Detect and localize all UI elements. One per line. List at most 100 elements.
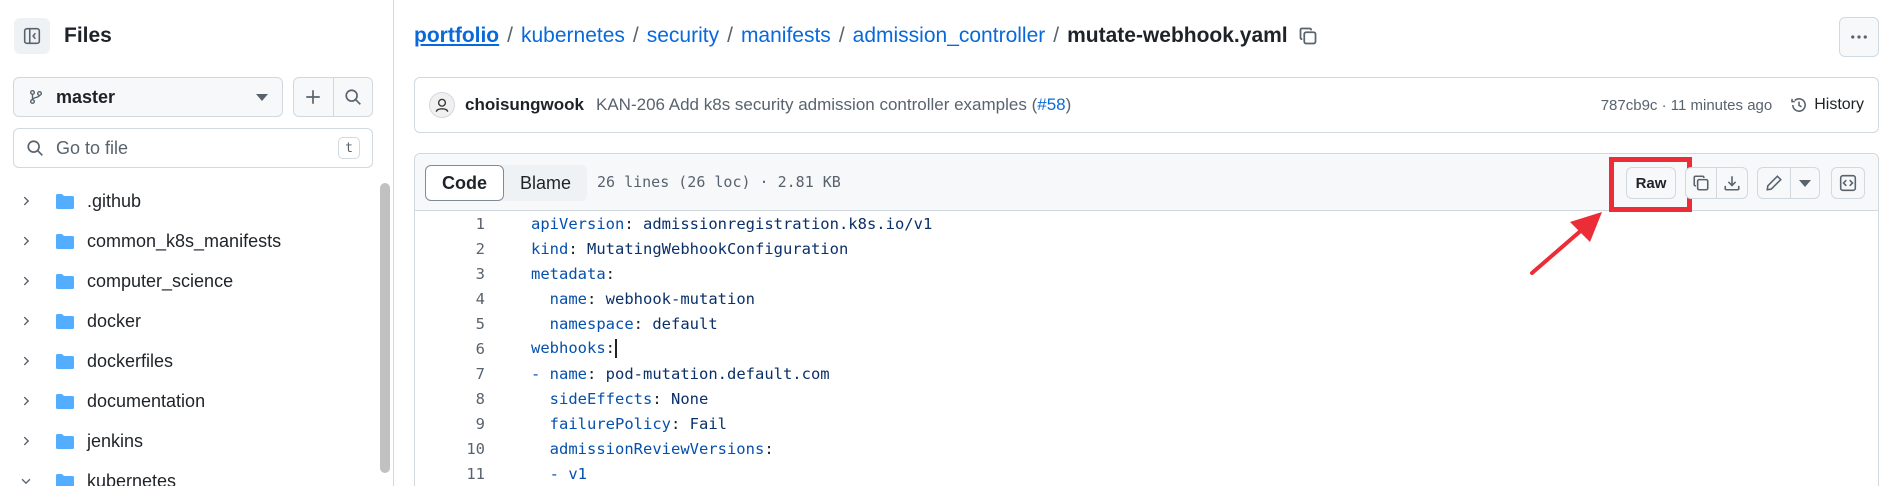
go-to-file-placeholder: Go to file <box>56 137 129 158</box>
history-button[interactable]: History <box>1790 96 1864 114</box>
tree-item-label: dockerfiles <box>87 350 174 371</box>
yaml-value: v1 <box>568 464 587 483</box>
yaml-value: None <box>661 389 709 408</box>
collapse-sidebar-button[interactable] <box>14 18 50 54</box>
commit-author[interactable]: choisungwook <box>465 95 584 114</box>
yaml-colon: : <box>605 264 615 283</box>
breadcrumb-current-file: mutate-webhook.yaml <box>1067 24 1288 47</box>
yaml-colon: : <box>671 414 681 433</box>
chevron-right-icon[interactable] <box>17 394 35 408</box>
code-line: 4 name: webhook-mutation <box>415 286 1878 311</box>
copy-icon <box>1693 175 1709 191</box>
tree-item-folder[interactable]: documentation <box>0 381 378 421</box>
code-indent <box>531 440 550 458</box>
tree-item-label: computer_science <box>87 270 234 291</box>
breadcrumb-root-link[interactable]: portfolio <box>414 24 500 47</box>
tree-item-folder[interactable]: common_k8s_manifests <box>0 221 378 261</box>
code-indent <box>531 290 550 308</box>
yaml-key: name <box>549 289 587 308</box>
tree-item-folder[interactable]: kubernetes <box>0 461 378 486</box>
file-viewer: Code Blame 26 lines (26 loc) · 2.81 KB R… <box>414 153 1879 486</box>
line-number[interactable]: 2 <box>475 239 485 258</box>
yaml-key: webhooks <box>531 339 606 357</box>
go-to-file-input[interactable]: Go to file t <box>13 128 373 168</box>
tree-item-folder[interactable]: dockerfiles <box>0 341 378 381</box>
line-number[interactable]: 4 <box>475 289 485 308</box>
download-raw-file-button[interactable] <box>1716 167 1748 199</box>
folder-icon <box>55 273 75 290</box>
line-number[interactable]: 7 <box>475 364 485 383</box>
pull-request-link[interactable]: #58 <box>1037 95 1066 114</box>
sidebar-header: Files <box>14 18 112 54</box>
kebab-horizontal-icon <box>1851 35 1867 39</box>
edit-options-dropdown[interactable] <box>1790 167 1820 199</box>
yaml-key: sideEffects <box>549 389 653 408</box>
view-mode-toggle: Code Blame <box>425 165 588 201</box>
tab-blame[interactable]: Blame <box>520 172 572 193</box>
yaml-key: admissionReviewVersions <box>549 439 765 458</box>
add-file-button[interactable] <box>294 78 333 116</box>
file-tree-sidebar: Files master Go to file t .github common_… <box>0 0 394 486</box>
chevron-right-icon[interactable] <box>17 314 35 328</box>
line-number[interactable]: 1 <box>475 214 485 233</box>
avatar[interactable] <box>429 92 455 118</box>
line-number[interactable]: 10 <box>466 439 485 458</box>
breadcrumb-link[interactable]: security <box>646 24 720 47</box>
breadcrumb-link[interactable]: kubernetes <box>520 24 625 47</box>
copy-raw-content-button[interactable] <box>1685 167 1717 199</box>
chevron-right-icon[interactable] <box>17 354 35 368</box>
tree-item-label: jenkins <box>87 430 144 451</box>
folder-icon <box>55 353 75 370</box>
sidebar-scrollbar[interactable] <box>380 183 390 473</box>
chevron-down-icon[interactable] <box>17 474 35 486</box>
tree-item-folder[interactable]: docker <box>0 301 378 341</box>
tab-code[interactable]: Code <box>425 165 504 201</box>
search-files-button[interactable] <box>332 78 373 116</box>
code-line: 7 - name: pod-mutation.default.com <box>415 361 1878 386</box>
more-options-button[interactable] <box>1839 17 1879 57</box>
edit-file-button[interactable] <box>1757 167 1791 199</box>
line-number[interactable]: 3 <box>475 264 485 283</box>
chevron-right-icon[interactable] <box>17 194 35 208</box>
breadcrumb-separator: / <box>727 24 733 47</box>
line-number[interactable]: 11 <box>466 464 485 483</box>
commit-message-end: ) <box>1065 95 1072 114</box>
code-line: 5 namespace: default <box>415 311 1878 336</box>
tree-item-folder[interactable]: .github <box>0 181 378 221</box>
breadcrumb-separator: / <box>1053 24 1060 47</box>
code-line-text: - name: pod-mutation.default.com <box>531 365 830 383</box>
line-number[interactable]: 5 <box>475 314 485 333</box>
tree-item-label: docker <box>87 310 142 331</box>
line-number[interactable]: 6 <box>475 339 485 358</box>
tree-item-label: .github <box>87 190 142 211</box>
branch-name: master <box>56 86 116 107</box>
raw-button-highlight-box <box>1609 157 1692 212</box>
yaml-colon: : <box>587 289 597 308</box>
search-icon <box>345 89 361 105</box>
line-number[interactable]: 9 <box>475 414 485 433</box>
breadcrumb-link[interactable]: manifests <box>740 24 831 47</box>
commit-message[interactable]: KAN-206 Add k8s security admission contr… <box>596 95 1071 115</box>
file-tree: .github common_k8s_manifests computer_scie… <box>0 181 378 486</box>
sidebar-collapse-icon <box>23 27 41 45</box>
tree-item-folder[interactable]: computer_science <box>0 261 378 301</box>
chevron-right-icon[interactable] <box>17 274 35 288</box>
breadcrumb-link[interactable]: admission_controller <box>852 24 1046 47</box>
branch-selector-button[interactable]: master <box>13 77 283 117</box>
breadcrumb-separator: / <box>838 24 845 47</box>
code-square-icon <box>1839 174 1857 192</box>
code-indent: - <box>531 464 569 483</box>
raw-button[interactable]: Raw <box>1626 167 1676 199</box>
commit-sha-and-time[interactable]: 787cb9c · 11 minutes ago <box>1600 96 1773 114</box>
folder-icon <box>55 313 75 330</box>
symbols-panel-button[interactable] <box>1831 167 1865 199</box>
chevron-right-icon[interactable] <box>17 234 35 248</box>
line-number[interactable]: 8 <box>475 389 485 408</box>
yaml-value: webhook-mutation <box>596 289 755 308</box>
copy-path-button[interactable] <box>1298 26 1318 46</box>
chevron-right-icon[interactable] <box>17 434 35 448</box>
tree-item-folder[interactable]: jenkins <box>0 421 378 461</box>
